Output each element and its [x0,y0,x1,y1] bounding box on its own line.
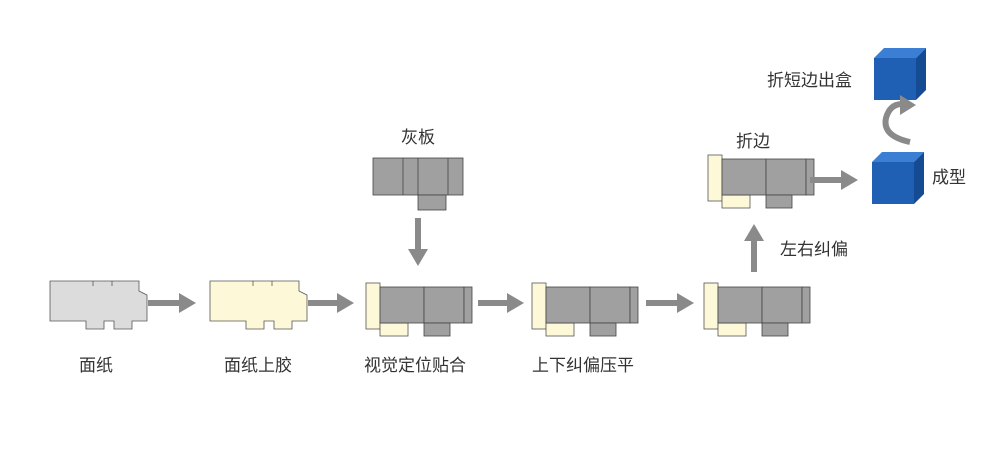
step-label-short-fold-out: 折短边出盒 [767,71,852,91]
step-label-vision-align: 视觉定位贴合 [364,356,466,376]
grey-board-shape [372,157,464,211]
vision-laminated-shape [365,282,473,337]
input-label-grey-board: 灰板 [401,128,435,148]
glued-paper-shape [209,280,308,330]
curved-arrow-icon [882,95,916,145]
arrow-right-icon [478,293,524,313]
step-label-fold-edge: 折边 [736,132,770,152]
arrow-right-icon [308,293,354,313]
arrow-down-icon [408,218,428,266]
step-label-face-paper: 面纸 [79,356,113,376]
step-label-glue: 面纸上胶 [224,356,292,376]
face-paper-shape [49,280,148,330]
step-label-lr-correct: 左右纠偏 [780,240,848,260]
step-label-press-flat: 上下纠偏压平 [532,356,634,376]
step-label-forming: 成型 [932,168,966,188]
arrow-right-icon [148,293,196,313]
formed-box-shape [872,152,924,204]
corrected-laminated-shape [703,282,811,337]
arrow-up-icon [744,224,764,272]
output-box-shape [874,48,926,100]
folded-edge-shape [707,154,815,209]
arrow-right-icon [646,293,694,313]
arrow-right-icon [810,170,858,190]
pressed-laminated-shape [531,282,639,337]
